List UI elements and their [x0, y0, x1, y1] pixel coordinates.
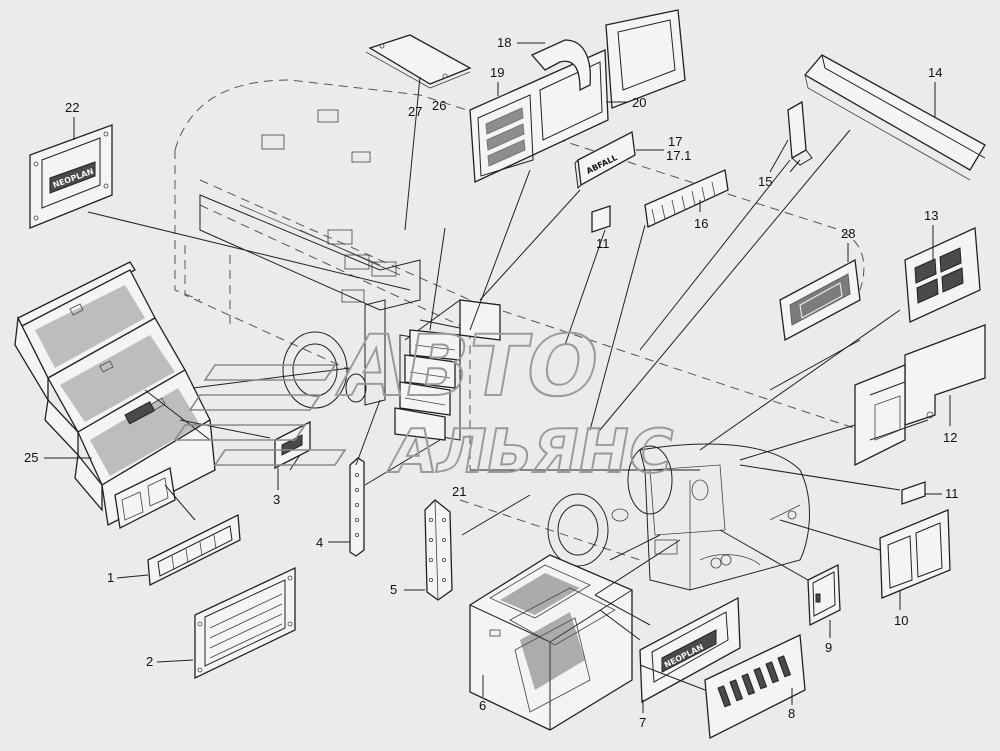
rail-part-14	[803, 54, 986, 181]
tag-part-11-b	[901, 481, 926, 505]
callout-18: 18	[497, 35, 511, 50]
abfall-plate-part-17: ABFALL	[574, 130, 636, 190]
callout-19: 19	[490, 65, 504, 80]
callout-3: 3	[273, 492, 280, 507]
callout-6: 6	[479, 698, 486, 713]
louvre-grille-part-16	[644, 169, 729, 228]
callout-2: 2	[146, 654, 153, 669]
badge-part-3	[274, 420, 311, 470]
leader-lines	[87, 76, 901, 691]
bracket-part-5	[424, 499, 453, 601]
tag-part-11-a	[591, 205, 611, 233]
callout-7: 7	[639, 715, 646, 730]
callout-13: 13	[924, 208, 938, 223]
service-flap-assembly-18-20	[469, 9, 686, 183]
callout-ticks	[44, 42, 951, 713]
vent-grille-part-1	[147, 513, 241, 587]
frame-panel-part-28	[779, 258, 861, 342]
callout-25: 25	[24, 450, 38, 465]
watermark: АВТО АЛЬЯНС	[173, 316, 680, 488]
strip-part-4	[349, 457, 365, 557]
callout-15: 15	[758, 174, 772, 189]
callout-12: 12	[943, 430, 957, 445]
staircase-part-25	[14, 261, 216, 529]
callout-16: 16	[694, 216, 708, 231]
entrance-step-module	[394, 299, 501, 441]
slotted-vent-part-8	[704, 634, 806, 740]
watermark-line-2: АЛЬЯНС	[384, 417, 679, 486]
roof-plate-part	[365, 34, 472, 89]
watermark-line-1: АВТО	[332, 317, 607, 415]
bracket-assembly-part-12	[854, 324, 986, 467]
callout-9: 9	[825, 640, 832, 655]
callout-11-right: 11	[945, 486, 959, 501]
callout-28: 28	[841, 226, 855, 241]
bracket-part-15	[787, 100, 813, 166]
callout-21: 21	[452, 484, 466, 499]
hatch-part-9	[807, 563, 841, 627]
callout-4: 4	[316, 535, 323, 550]
bus-body-outline	[174, 79, 865, 591]
callout-14: 14	[928, 65, 942, 80]
callout-11-top: 11	[596, 236, 610, 251]
neoplan-plate-part-22: NEOPLAN	[29, 124, 113, 229]
callout-8: 8	[788, 706, 795, 721]
step-box-part-6	[469, 554, 633, 731]
neoplan-plate-part-7: NEOPLAN	[639, 596, 741, 704]
callout-22: 22	[65, 100, 79, 115]
callout-20: 20	[632, 95, 646, 110]
frame-part-10	[879, 509, 951, 599]
callout-27: 27	[408, 104, 422, 119]
callout-10: 10	[894, 613, 908, 628]
callout-17: 17	[668, 134, 682, 149]
grille-panel-part-13	[904, 227, 981, 323]
callout-5: 5	[390, 582, 397, 597]
callout-1: 1	[107, 570, 114, 585]
callout-labels: 22 27 26 18 19 20 17 17.1 16 11 14 15 13…	[24, 35, 959, 730]
vent-grille-part-2	[194, 566, 296, 680]
callout-17-1: 17.1	[666, 148, 691, 163]
callout-26: 26	[432, 98, 446, 113]
